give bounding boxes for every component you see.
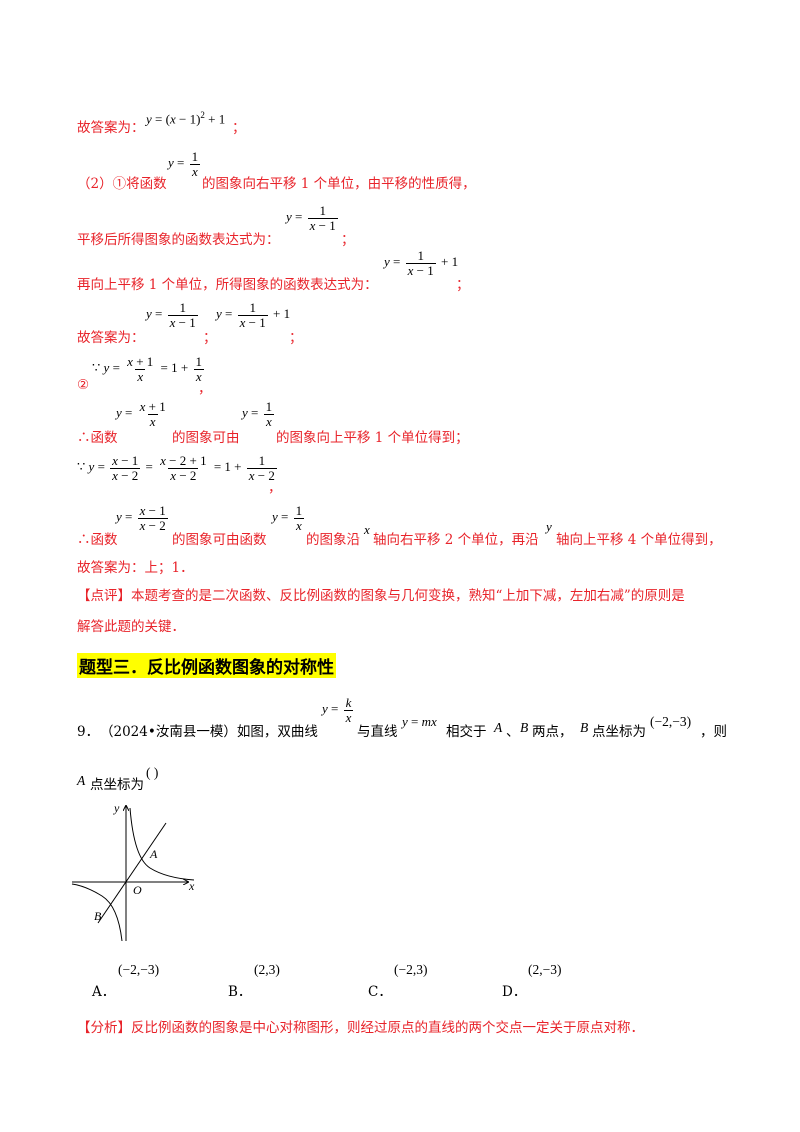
circled-2: ② (77, 377, 90, 393)
option-A-letter[interactable]: A． (92, 984, 116, 1000)
can-from-2: 的图象可由函数 (172, 532, 267, 548)
analysis: 【分析】反比例函数的图象是中心对称图形，则经过原点的直线的两个交点一定关于原点对… (77, 1016, 644, 1036)
comment-text2: 解答此题的关键． (77, 619, 185, 635)
option-C-value: (−2,3) (394, 962, 428, 977)
y-axis-shift: 轴向上平移 4 个单位得到， (556, 532, 722, 548)
coord-B: (−2,−3) (650, 714, 692, 729)
option-C-letter[interactable]: C． (368, 984, 392, 1000)
part2-answer-prefix: 故答案为： (77, 330, 145, 346)
section-title: 题型三．反比例函数图象的对称性 (77, 653, 336, 678)
part2-intro: （2）①将函数 (77, 176, 167, 192)
analysis-text: 反比例函数的图象是中心对称图形，则经过原点的直线的两个交点一定关于原点对称． (131, 1020, 644, 1036)
answer-suffix: ； (232, 120, 246, 136)
circled-2-end: ， (198, 381, 212, 397)
question-line2: 点坐标为 (90, 777, 144, 793)
answer-end: ； (289, 330, 303, 346)
answer-paren: ( ) (146, 765, 159, 780)
comment-line1: 【点评】本题考查的是二次函数、反比例函数的图象与几何变换，熟知“上加下减，左加右… (77, 584, 685, 604)
y-symbol: y (546, 519, 552, 534)
question-mid2: 相交于 (446, 724, 487, 740)
so-function-2: ∴函数 (77, 532, 118, 548)
origin-label: O (133, 883, 142, 897)
so-function: ∴函数 (77, 430, 118, 446)
equation-mx: y = mx (402, 714, 437, 729)
point-A: A (494, 720, 503, 735)
hyperbola-branch-2 (71, 883, 123, 942)
question-mid4: 点坐标为 (592, 724, 646, 740)
answer-prefix: 故答案为： (77, 120, 145, 136)
comment-text1: 本题考查的是二次函数、反比例函数的图象与几何变换，熟知“上加下减，左加右减”的原… (131, 588, 685, 604)
part2-line3-end: ； (456, 277, 470, 293)
question-sep: 、 (506, 724, 520, 740)
x-axis-shift: 轴向右平移 2 个单位，再沿 (373, 532, 539, 548)
point-B: B (520, 720, 529, 735)
question-end: ，则 (700, 724, 727, 740)
option-B-value: (2,3) (254, 962, 280, 977)
hyperbola-branch-1 (129, 807, 195, 881)
point-B-2: B (580, 720, 589, 735)
because-end: ， (268, 480, 282, 496)
part2-line2-end: ； (341, 232, 355, 248)
comment-tag: 【点评】 (77, 588, 131, 604)
x-label: x (188, 879, 195, 893)
along: 的图象沿 (306, 532, 360, 548)
final-answer: 故答案为：上；1． (77, 560, 194, 576)
point-A-2: A (77, 773, 86, 788)
x-symbol: x (364, 522, 370, 537)
y-label: y (113, 801, 120, 815)
part2-line3: 再向上平移 1 个单位，所得图象的函数表达式为： (77, 277, 378, 293)
equation-parabola: y = (x − 1)2 + 1 (146, 110, 226, 127)
option-B-letter[interactable]: B． (228, 984, 252, 1000)
answer-sep: ； (203, 330, 217, 346)
question-number: 9． (77, 724, 100, 740)
hyperbola-graph: y x O A B (71, 801, 195, 942)
option-A-value: (−2,−3) (118, 962, 160, 977)
question-mid1: 与直线 (357, 724, 398, 740)
can-from: 的图象可由 (172, 430, 240, 446)
up-shift: 的图象向上平移 1 个单位得到； (276, 430, 469, 446)
analysis-tag: 【分析】 (77, 1020, 131, 1036)
line-y-mx (97, 822, 167, 924)
part2-intro-post: 的图象向右平移 1 个单位，由平移的性质得， (202, 176, 476, 192)
B-label: B (94, 909, 102, 923)
option-D-value: (2,−3) (528, 962, 562, 977)
part2-line2: 平移后所得图象的函数表达式为： (77, 232, 280, 248)
question-source: （2024•汝南县一模）如图，双曲线 (100, 724, 318, 740)
question-mid3: 两点， (532, 724, 573, 740)
option-D-letter[interactable]: D． (502, 984, 527, 1000)
A-label: A (149, 847, 158, 861)
